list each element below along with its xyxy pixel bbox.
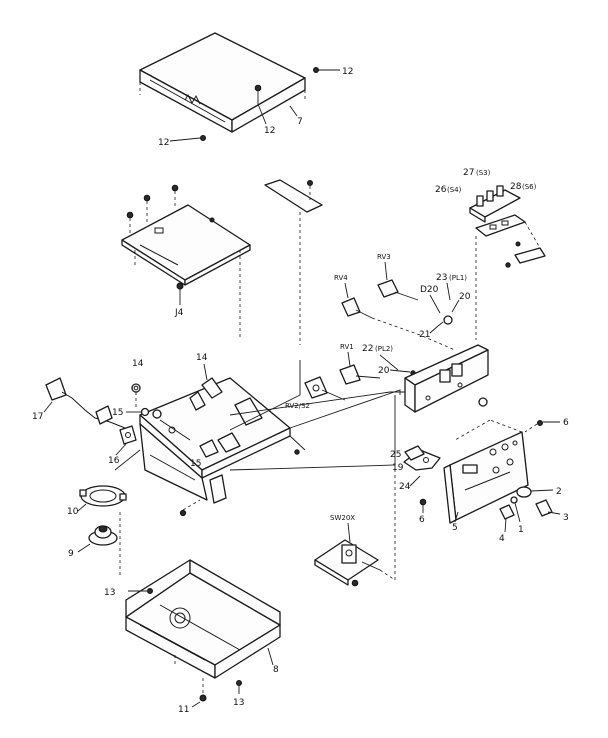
label-13-left: 13: [104, 588, 115, 598]
foot-11: [191, 678, 207, 708]
jack-16: [119, 425, 137, 445]
knob-2: [516, 486, 554, 498]
label-j4: J4: [174, 308, 184, 318]
connector-17: [45, 377, 126, 429]
label-14-left: 14: [132, 359, 144, 369]
screw-12-top-middle: [254, 84, 267, 125]
potentiometer-rv1: [339, 351, 381, 385]
label-17: 17: [32, 412, 43, 422]
grommet-14-left: [131, 383, 141, 393]
knob-3: [535, 499, 561, 517]
main-chassis: [139, 360, 306, 517]
label-23-sub: (PL1): [449, 274, 467, 282]
knob-4: [499, 504, 515, 533]
clip-25: [404, 445, 425, 461]
speaker-9: [88, 525, 118, 546]
label-d20: D20: [420, 285, 439, 295]
label-4: 4: [499, 534, 505, 544]
screw-13-left: [128, 588, 153, 594]
label-15-left: 15: [112, 408, 123, 418]
label-16: 16: [108, 456, 120, 466]
label-19: 19: [392, 463, 404, 473]
label-rv1: RV1: [340, 343, 354, 351]
top-cover: [139, 32, 306, 133]
label-rv4: RV4: [334, 274, 348, 282]
label-9: 9: [68, 549, 74, 559]
label-22-sub: (PL2): [375, 345, 393, 353]
bottom-cover: [125, 559, 281, 679]
pcb-board-j4: [121, 204, 251, 340]
label-6-lower: 6: [419, 515, 425, 525]
label-13-bottom: 13: [233, 698, 244, 708]
label-26-sub: (S4): [447, 186, 462, 194]
screw-12-top-left: [169, 135, 206, 142]
label-14-right: 14: [196, 353, 208, 363]
label-12-middle: 12: [264, 126, 275, 136]
label-rv3: RV3: [377, 253, 391, 261]
label-15-second: 15: [190, 459, 201, 469]
label-1: 1: [518, 525, 524, 535]
label-24: 24: [399, 482, 411, 492]
label-10: 10: [67, 507, 79, 517]
label-28-sub: (S6): [522, 183, 537, 191]
diode-d20: [429, 294, 453, 325]
switch-board-sw20x: [314, 539, 396, 587]
label-20-upper: 20: [459, 292, 471, 302]
label-26: 26: [435, 185, 447, 195]
label-23: 23: [436, 273, 447, 283]
label-27: 27: [463, 168, 474, 178]
jack-15: [140, 407, 162, 419]
label-22: 22: [362, 344, 373, 354]
label-20-lower: 20: [378, 366, 390, 376]
label-rv2: RV2/S2: [285, 402, 310, 410]
label-11: 11: [178, 705, 189, 715]
clip-14-right: [201, 363, 223, 399]
label-sw20x: SW20X: [330, 514, 355, 522]
jack-15-second: [199, 439, 219, 458]
rear-bracket: [404, 344, 489, 413]
speaker-ring-10: [79, 485, 127, 507]
potentiometer-rv3: [377, 261, 419, 301]
washer-1: [510, 496, 521, 523]
label-5: 5: [452, 523, 458, 533]
screw-13-bottom: [236, 680, 242, 694]
label-6-right: 6: [563, 418, 569, 428]
pcb-screws: [126, 184, 215, 234]
label-25: 25: [390, 450, 401, 460]
label-12-left: 12: [158, 138, 169, 148]
label-7: 7: [297, 117, 303, 127]
label-3: 3: [563, 513, 569, 523]
label-12-right: 12: [342, 67, 353, 77]
label-21: 21: [419, 330, 430, 340]
potentiometer-rv4: [341, 282, 373, 319]
label-28: 28: [510, 182, 522, 192]
front-panel: [443, 419, 529, 524]
screw-12-top-right: [313, 67, 340, 73]
switch-bank: [469, 185, 546, 340]
label-8: 8: [273, 665, 279, 675]
potentiometer-rv2: [304, 376, 346, 401]
screw-6-right: [524, 420, 560, 433]
bracket-strip: [264, 179, 323, 345]
label-27-sub: (S3): [476, 169, 491, 177]
label-2: 2: [556, 487, 562, 497]
screw-6-lower: [419, 498, 427, 513]
